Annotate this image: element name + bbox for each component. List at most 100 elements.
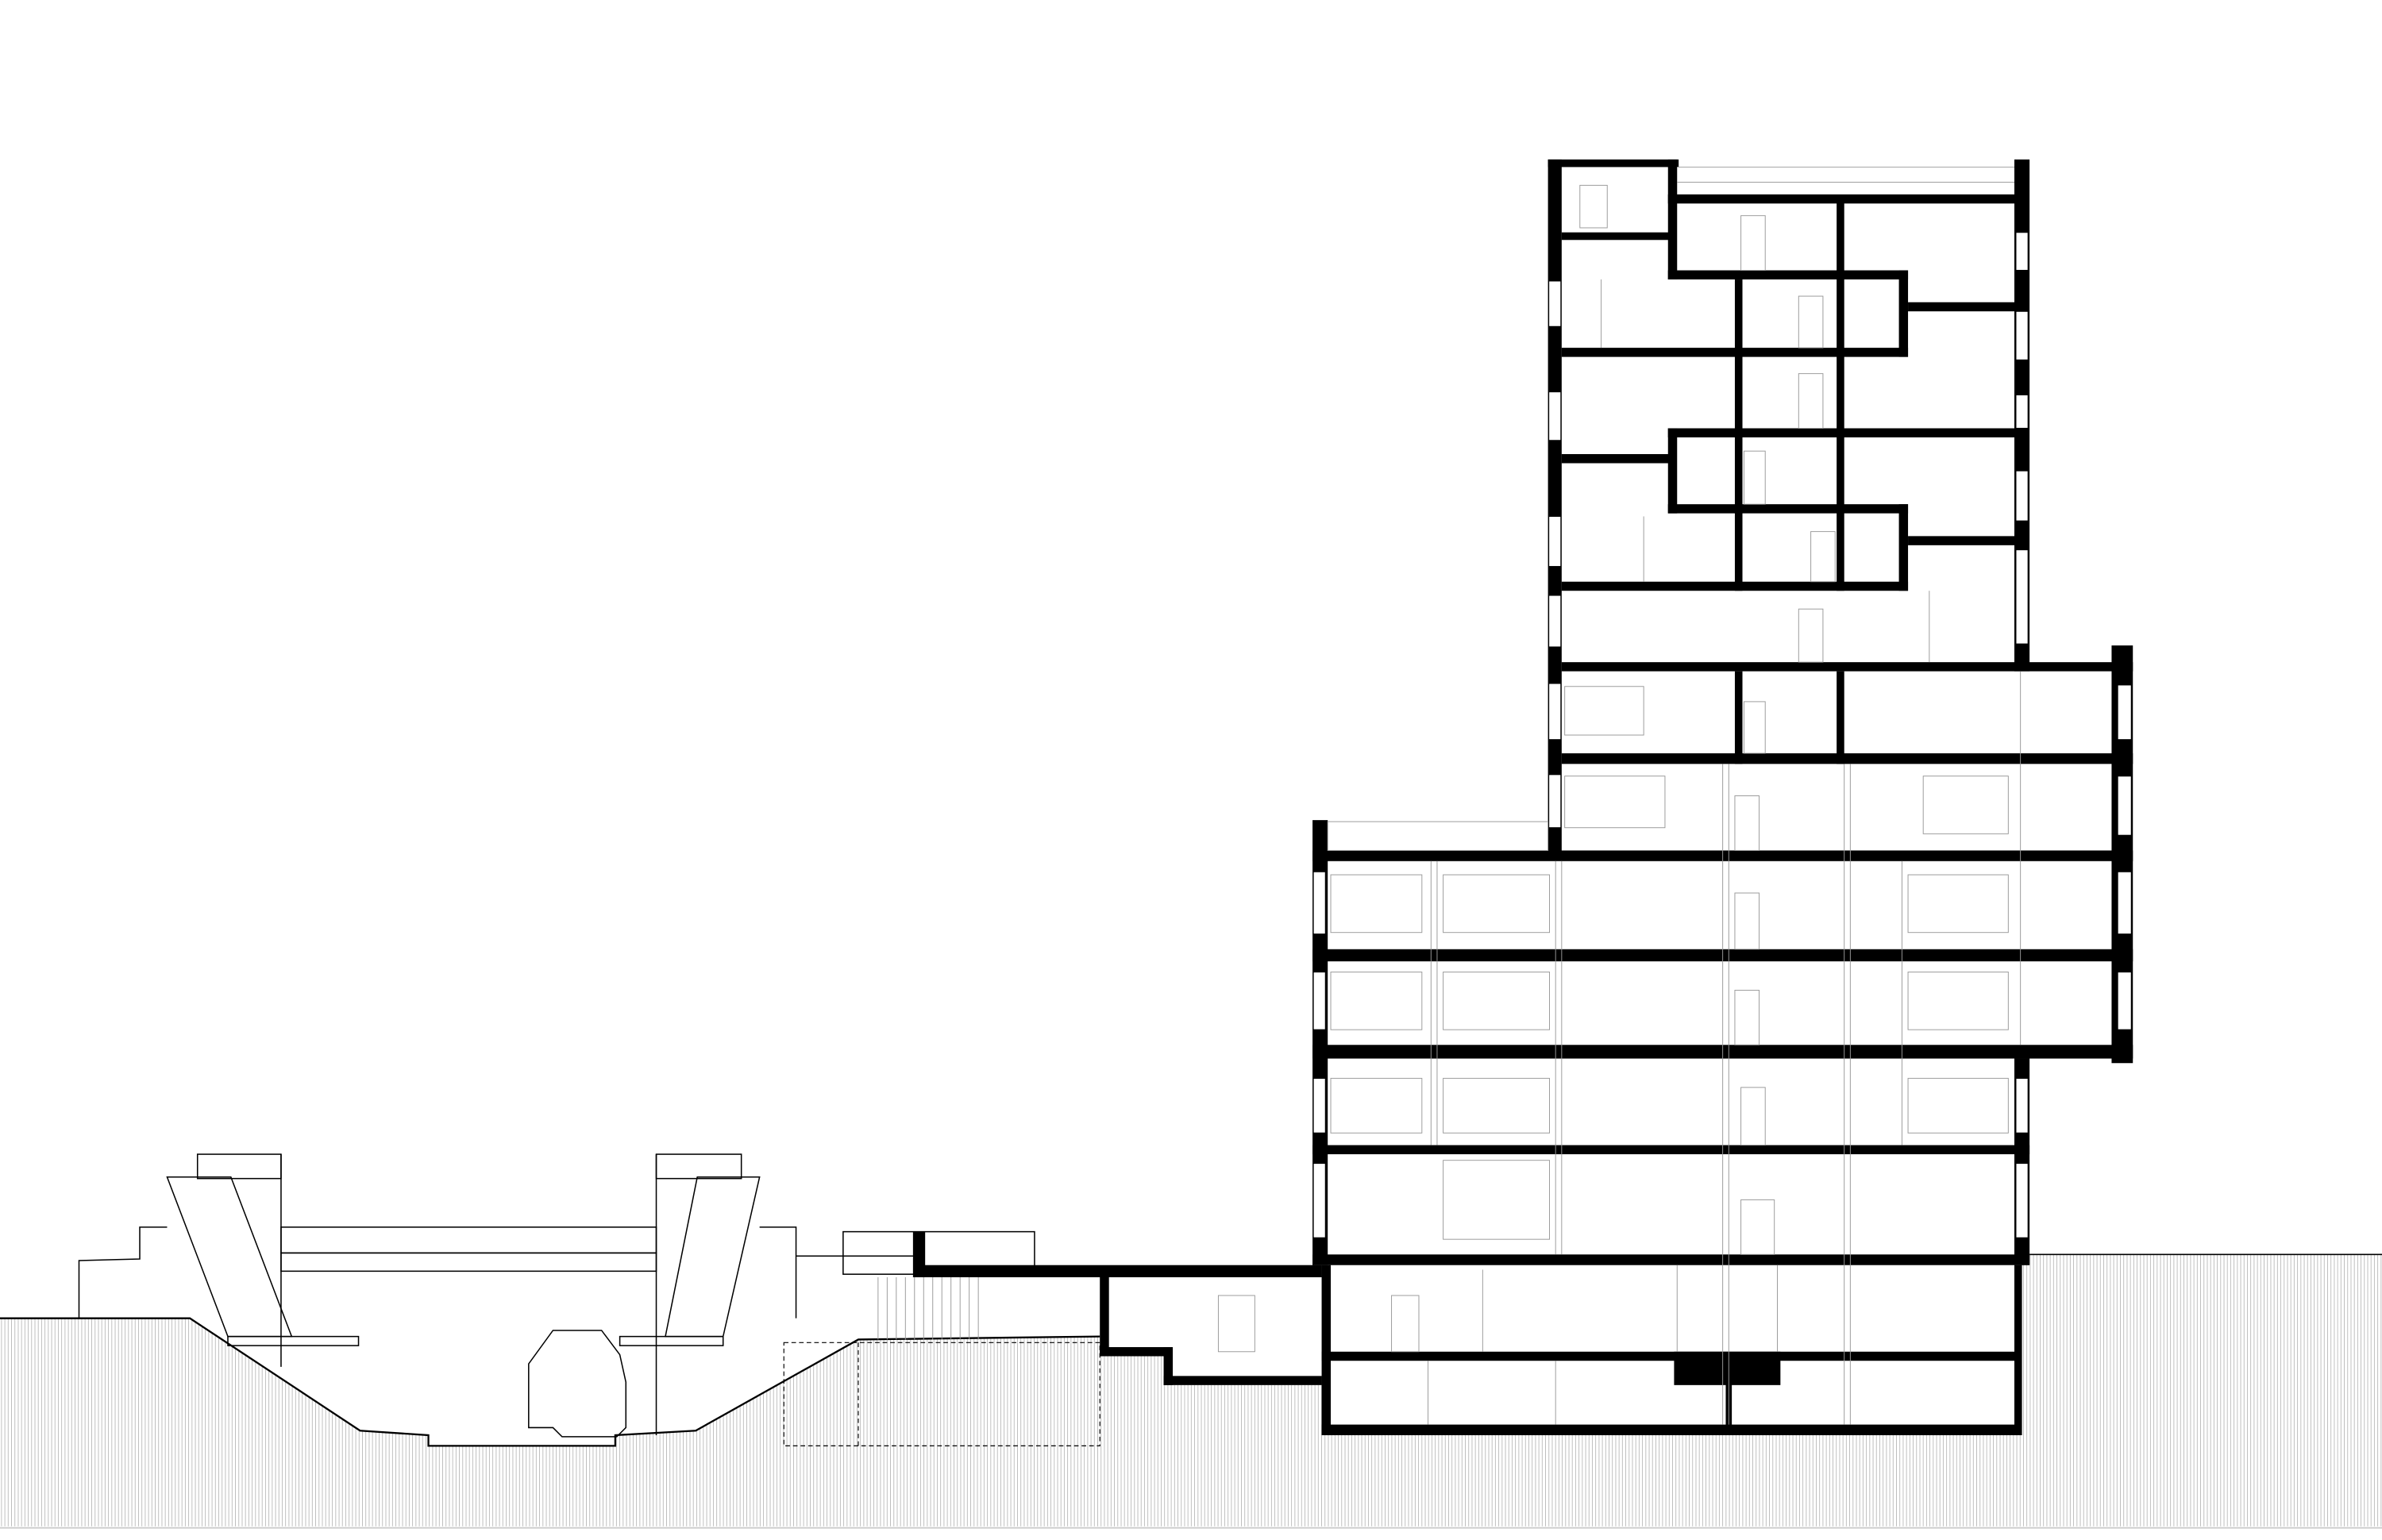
window: [1548, 774, 1562, 829]
annex-basement-floor: [1100, 1347, 1170, 1357]
window: [2015, 549, 2029, 645]
door: [1734, 989, 1760, 1045]
door: [1391, 1295, 1420, 1353]
door: [1734, 795, 1760, 851]
annex-lower-floor: [1163, 1376, 1322, 1385]
slab: [1667, 270, 1909, 280]
window: [2117, 871, 2132, 935]
door: [1810, 531, 1836, 583]
interior-wall: [1734, 671, 1743, 764]
slab: [1908, 302, 2021, 312]
door: [1740, 1087, 1766, 1146]
slab: [1561, 232, 1671, 241]
window: [1312, 871, 1326, 935]
ground-line: [0, 1317, 1100, 1447]
window: [1312, 1077, 1326, 1134]
interior-wall: [1837, 202, 1844, 591]
slab: [1321, 1351, 2021, 1361]
pier-left-top: [196, 1153, 282, 1180]
tower-left-wall: [1548, 159, 1562, 858]
abutment-left: [78, 1226, 168, 1319]
annex-room: [1327, 821, 1549, 851]
kitchen-unit: [1443, 971, 1551, 1030]
slab: [1561, 454, 1671, 464]
building-cut-elements: [912, 159, 2133, 1435]
window: [1548, 280, 1562, 327]
inclined-column-right: [665, 1176, 761, 1338]
door: [1743, 701, 1766, 754]
kitchen-unit: [1330, 1077, 1423, 1134]
annex-slab: [915, 1265, 1322, 1278]
roof-parapet: [1548, 159, 1679, 167]
kitchen-unit: [1443, 1077, 1551, 1134]
window: [1548, 515, 1562, 568]
door: [1798, 608, 1824, 663]
window: [1548, 683, 1562, 741]
window: [2117, 776, 2132, 836]
window: [1312, 1162, 1326, 1238]
kitchen-unit: [1564, 686, 1644, 736]
basement-right-wall: [2014, 1265, 2022, 1435]
slab: [1667, 504, 1909, 514]
window: [1312, 971, 1326, 1030]
interior-wall: [1667, 159, 1678, 280]
slab: [1312, 1145, 2030, 1155]
bridge-deck: [280, 1226, 657, 1254]
annex-basement-wall: [1100, 1269, 1109, 1357]
interior-wall: [1667, 428, 1678, 514]
window: [2117, 971, 2132, 1030]
foundation-slab: [1321, 1424, 2021, 1435]
window: [2015, 232, 2029, 271]
annex-step-wall: [1163, 1347, 1174, 1385]
platform-left: [227, 1335, 360, 1346]
window: [2015, 1162, 2029, 1238]
interior-lines: [1217, 166, 2022, 1425]
door: [1740, 215, 1766, 271]
pier-right-top: [655, 1153, 742, 1180]
inclined-column-left: [166, 1176, 293, 1338]
roof-slab: [1667, 194, 2021, 204]
window: [2015, 1077, 2029, 1134]
window: [1548, 595, 1562, 648]
platform-right: [619, 1335, 724, 1346]
slab: [1312, 1254, 2030, 1265]
abutment-right: [759, 1226, 797, 1319]
underground-dashed-outline: [783, 1342, 1100, 1446]
basement-left-wall: [1321, 1265, 1332, 1435]
ground-earth: [0, 1253, 2382, 1529]
train-profile: [528, 1330, 627, 1438]
kitchen-unit: [1907, 971, 2009, 1030]
window: [2015, 310, 2029, 361]
slab: [1908, 536, 2021, 545]
kitchen-unit: [1330, 971, 1423, 1030]
bridge-deck-lower: [280, 1252, 657, 1272]
door: [1740, 1199, 1775, 1255]
window: [2117, 684, 2132, 741]
door: [1798, 373, 1824, 429]
interior-wall: [1898, 504, 1909, 591]
kitchen-unit: [1443, 874, 1551, 934]
interior-wall: [1898, 270, 1909, 357]
window: [2015, 394, 2029, 429]
canopy-columns: [877, 1277, 979, 1340]
door: [1798, 295, 1824, 348]
door: [1743, 450, 1766, 505]
door: [1579, 184, 1608, 229]
door: [1217, 1295, 1255, 1353]
kitchen-unit: [1922, 776, 2009, 834]
interior-wall: [1734, 279, 1743, 591]
kitchen-unit: [1907, 874, 2009, 934]
door: [1734, 892, 1760, 950]
interior-wall: [1837, 671, 1844, 764]
slab: [1561, 662, 2133, 672]
core-pit: [1674, 1351, 1781, 1385]
kitchen-unit: [1443, 1160, 1551, 1240]
window: [2015, 470, 2029, 522]
ground-hatch: [0, 1254, 2382, 1527]
window: [1548, 391, 1562, 441]
annex-wall: [912, 1231, 926, 1278]
kitchen-unit: [1907, 1077, 2009, 1134]
slab: [1561, 753, 2133, 764]
kitchen-unit: [1564, 776, 1666, 829]
